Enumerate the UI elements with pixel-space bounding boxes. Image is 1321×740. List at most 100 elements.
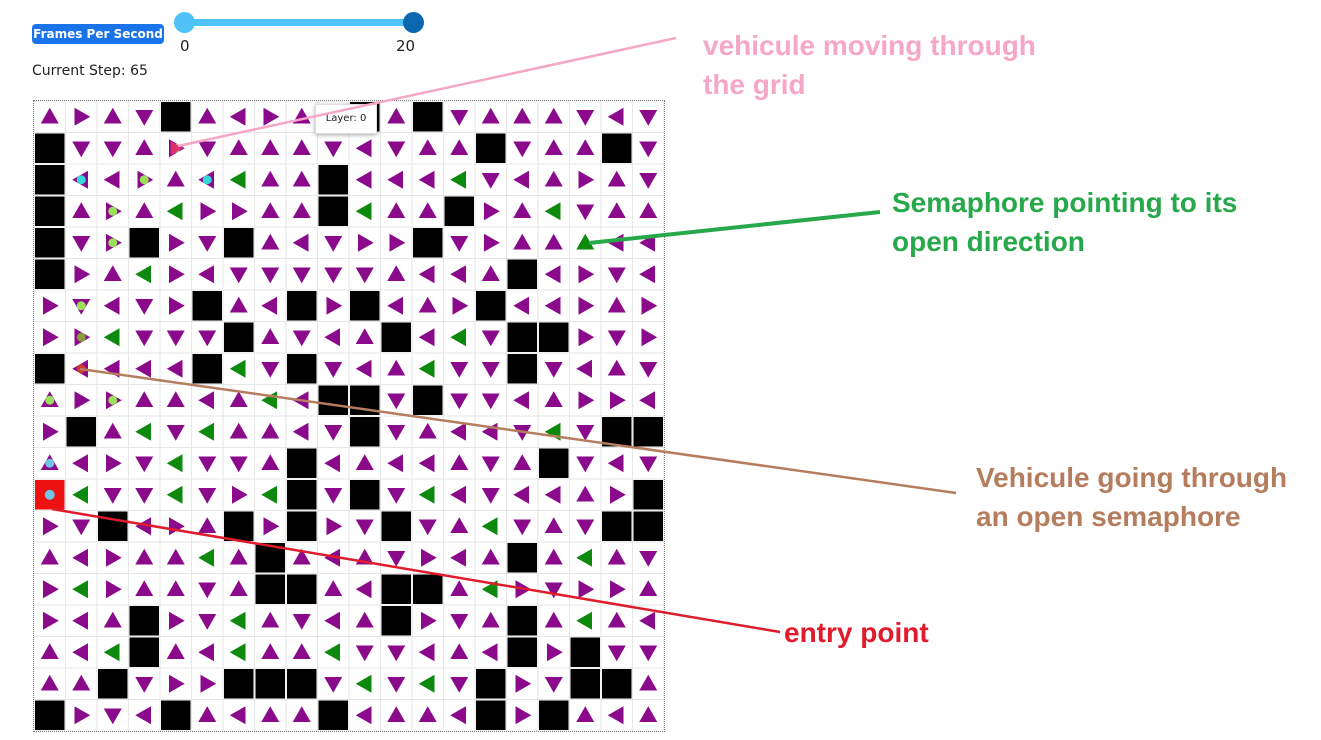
simulation-grid[interactable]	[33, 100, 665, 732]
building-block	[35, 196, 65, 226]
road-arrow	[169, 517, 185, 536]
road-arrow	[106, 454, 122, 473]
road-arrow	[450, 614, 469, 630]
semaphore-arrow	[166, 485, 183, 504]
building-block	[476, 291, 506, 321]
road-arrow	[450, 422, 466, 441]
road-arrow	[292, 170, 311, 187]
road-arrow	[355, 580, 372, 599]
road-arrow	[639, 611, 655, 630]
road-arrow	[261, 454, 280, 470]
building-block	[287, 448, 317, 478]
annotation-open-line-1: Vehicule going through	[976, 462, 1288, 493]
road-arrow	[355, 328, 374, 344]
building-block	[476, 669, 506, 699]
road-arrow	[544, 170, 563, 187]
semaphore-arrow	[418, 485, 435, 504]
road-arrow	[513, 519, 532, 536]
road-arrow	[513, 202, 532, 218]
road-arrow	[607, 359, 626, 376]
road-arrow	[135, 517, 151, 536]
road-arrow	[607, 611, 626, 628]
road-arrow	[387, 706, 406, 722]
road-arrow	[578, 391, 595, 410]
road-arrow	[198, 706, 217, 722]
road-arrow	[43, 580, 59, 599]
road-arrow	[387, 551, 406, 567]
road-arrow	[387, 170, 403, 189]
road-arrow	[135, 299, 154, 315]
road-arrow	[544, 139, 563, 155]
building-block	[129, 228, 159, 258]
road-arrow	[578, 328, 595, 347]
road-arrow	[481, 265, 500, 281]
building-block	[381, 574, 411, 604]
road-arrow	[544, 107, 563, 124]
road-arrow	[544, 611, 563, 628]
road-arrow	[481, 643, 498, 662]
slider-max-handle[interactable]	[403, 12, 424, 33]
road-arrow	[261, 296, 277, 315]
road-arrow	[513, 233, 532, 250]
road-arrow	[72, 141, 91, 158]
road-arrow	[261, 233, 280, 250]
road-arrow	[324, 141, 343, 158]
road-arrow	[481, 330, 500, 347]
road-arrow	[450, 706, 466, 725]
building-block	[602, 669, 632, 699]
road-arrow	[513, 296, 529, 315]
road-arrow	[418, 139, 437, 155]
road-arrow	[72, 548, 88, 567]
fps-slider[interactable]	[174, 10, 424, 36]
building-block	[602, 417, 632, 447]
road-arrow	[639, 110, 658, 126]
vehicle-marker	[76, 301, 86, 311]
road-arrow	[43, 296, 59, 315]
road-arrow	[292, 548, 311, 565]
slider-min-handle[interactable]	[174, 12, 195, 33]
road-arrow	[198, 141, 217, 158]
building-block	[35, 700, 65, 730]
road-arrow	[418, 328, 435, 347]
grid-cell	[96, 352, 129, 385]
road-arrow	[198, 456, 217, 473]
semaphore-arrow	[135, 422, 151, 441]
road-arrow	[387, 296, 403, 315]
road-arrow	[450, 485, 466, 504]
road-arrow	[450, 548, 466, 567]
building-block	[633, 417, 663, 447]
road-arrow	[421, 548, 437, 567]
semaphore-arrow	[72, 580, 88, 599]
road-arrow	[261, 422, 280, 439]
road-arrow	[135, 391, 154, 407]
road-arrow	[324, 362, 343, 378]
road-arrow	[229, 706, 246, 725]
road-arrow	[639, 645, 658, 662]
road-arrow	[418, 265, 435, 284]
building-block	[350, 480, 380, 510]
building-block	[287, 480, 317, 510]
road-arrow	[135, 488, 154, 504]
road-arrow	[481, 548, 500, 565]
road-arrow	[169, 296, 185, 315]
annotation-vehicle: vehicule moving through the grid	[703, 26, 1036, 104]
building-block	[381, 606, 411, 636]
building-block	[129, 637, 159, 667]
semaphore-arrow	[418, 674, 435, 693]
road-arrow	[418, 706, 437, 722]
road-arrow	[513, 107, 532, 124]
road-arrow	[324, 425, 343, 441]
road-arrow	[324, 548, 340, 567]
vehicle-marker	[76, 175, 86, 185]
building-block	[98, 669, 128, 699]
grid-cell	[569, 604, 602, 637]
road-arrow	[261, 706, 280, 722]
road-arrow	[450, 265, 466, 284]
road-arrow	[229, 456, 248, 473]
slider-max-label: 20	[396, 37, 416, 55]
road-arrow	[484, 233, 500, 252]
road-arrow	[229, 296, 248, 313]
entry-pointer-line	[51, 507, 781, 634]
vehicle-marker	[108, 238, 118, 248]
road-arrow	[72, 236, 91, 252]
